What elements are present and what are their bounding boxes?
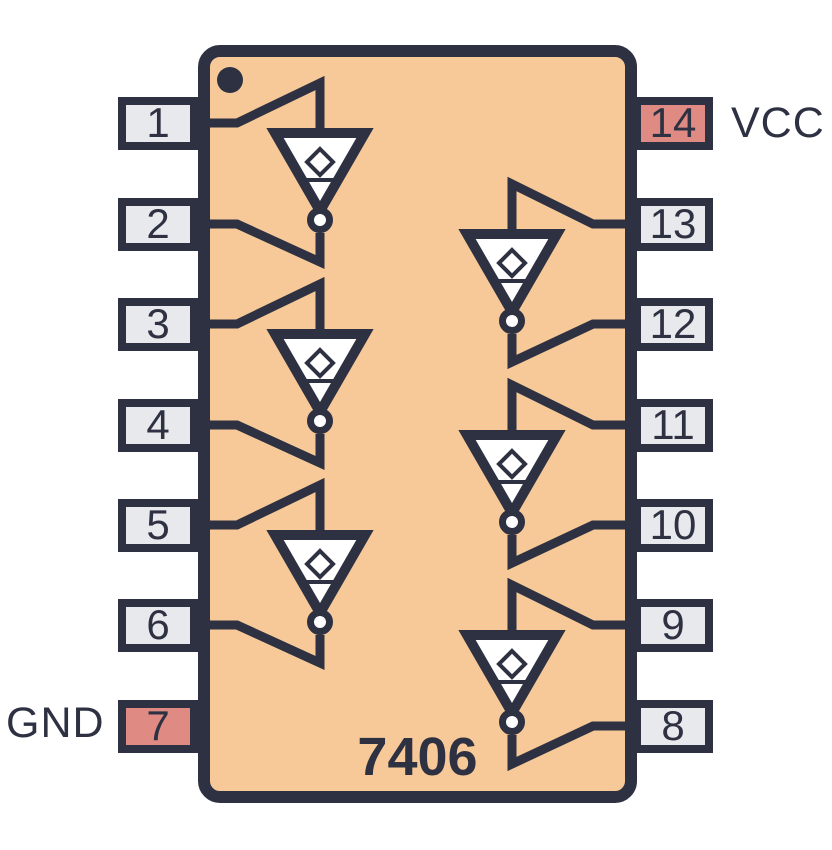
- inverter-triangle-icon: [458, 630, 566, 724]
- pin-8[interactable]: 8: [633, 700, 713, 753]
- open-collector-diamond-icon: [496, 247, 528, 279]
- pin-4[interactable]: 4: [118, 399, 198, 452]
- gate2-input-wire: [203, 276, 325, 336]
- inverter-triangle-icon: [458, 229, 566, 323]
- gate5-input-wire: [507, 377, 632, 437]
- open-collector-diamond-icon: [304, 347, 336, 379]
- pin-2[interactable]: 2: [118, 198, 198, 251]
- pin-1[interactable]: 1: [118, 97, 198, 150]
- pin-number: 5: [146, 500, 170, 548]
- inversion-bubble-icon: [307, 609, 333, 635]
- pin-number: 1: [146, 98, 170, 146]
- pin-number: 11: [651, 400, 695, 448]
- gate3-input-wire: [203, 477, 325, 537]
- pin-9[interactable]: 9: [633, 599, 713, 652]
- open-collector-diamond-icon: [304, 548, 336, 580]
- vcc-label: VCC: [731, 99, 825, 147]
- gate4-input-wire: [507, 176, 632, 236]
- inverter-triangle-icon: [266, 530, 374, 624]
- pin-number: 3: [146, 299, 170, 347]
- gate6-input-wire: [507, 577, 632, 637]
- pin-number: 14: [649, 98, 697, 146]
- gate2-output-wire: [203, 420, 325, 471]
- pin-number: 12: [649, 299, 697, 347]
- gate3-output-wire: [203, 620, 325, 671]
- inverter-gate-4: [458, 176, 632, 370]
- pin1-indicator-dot: [217, 67, 243, 93]
- pin-12[interactable]: 12: [633, 298, 713, 351]
- gate6-output-wire: [507, 721, 632, 772]
- pin-number: 7: [146, 701, 170, 749]
- pin-7-gnd[interactable]: 7: [118, 700, 198, 753]
- inverter-gate-5: [458, 377, 632, 571]
- inverter-gate-3: [203, 477, 374, 671]
- pin-11[interactable]: 11: [633, 399, 713, 452]
- chip-body: [198, 45, 637, 803]
- pin-14-vcc[interactable]: 14: [633, 97, 713, 150]
- pin-13[interactable]: 13: [633, 198, 713, 251]
- inverter-gate-1: [203, 75, 374, 270]
- gate1-input-wire: [203, 75, 325, 135]
- pin-6[interactable]: 6: [118, 599, 198, 652]
- pin-10[interactable]: 10: [633, 499, 713, 552]
- inverter-gate-2: [203, 276, 374, 471]
- pin-3[interactable]: 3: [118, 298, 198, 351]
- pin-number: 4: [146, 400, 170, 448]
- inversion-bubble-icon: [499, 509, 525, 535]
- inverter-triangle-icon: [266, 128, 374, 222]
- inverter-triangle-icon: [458, 430, 566, 524]
- inversion-bubble-icon: [307, 408, 333, 434]
- inversion-bubble-icon: [499, 308, 525, 334]
- pin-number: 6: [146, 600, 170, 648]
- pin-number: 9: [661, 600, 685, 648]
- inverter-triangle-icon: [266, 329, 374, 423]
- inverter-gate-6: [458, 577, 632, 772]
- gate4-output-wire: [507, 319, 632, 370]
- inversion-bubble-icon: [307, 207, 333, 233]
- gate5-output-wire: [507, 520, 632, 571]
- pin-5[interactable]: 5: [118, 499, 198, 552]
- gate1-output-wire: [203, 219, 325, 270]
- pin-number: 10: [649, 500, 697, 548]
- chip-part-number: 7406: [357, 727, 478, 787]
- inversion-bubble-icon: [499, 709, 525, 735]
- pin-number: 8: [661, 701, 685, 749]
- open-collector-diamond-icon: [496, 648, 528, 680]
- open-collector-diamond-icon: [304, 146, 336, 178]
- open-collector-diamond-icon: [496, 448, 528, 480]
- pin-number: 13: [649, 199, 697, 247]
- gnd-label: GND: [6, 699, 105, 747]
- pin-number: 2: [146, 199, 170, 247]
